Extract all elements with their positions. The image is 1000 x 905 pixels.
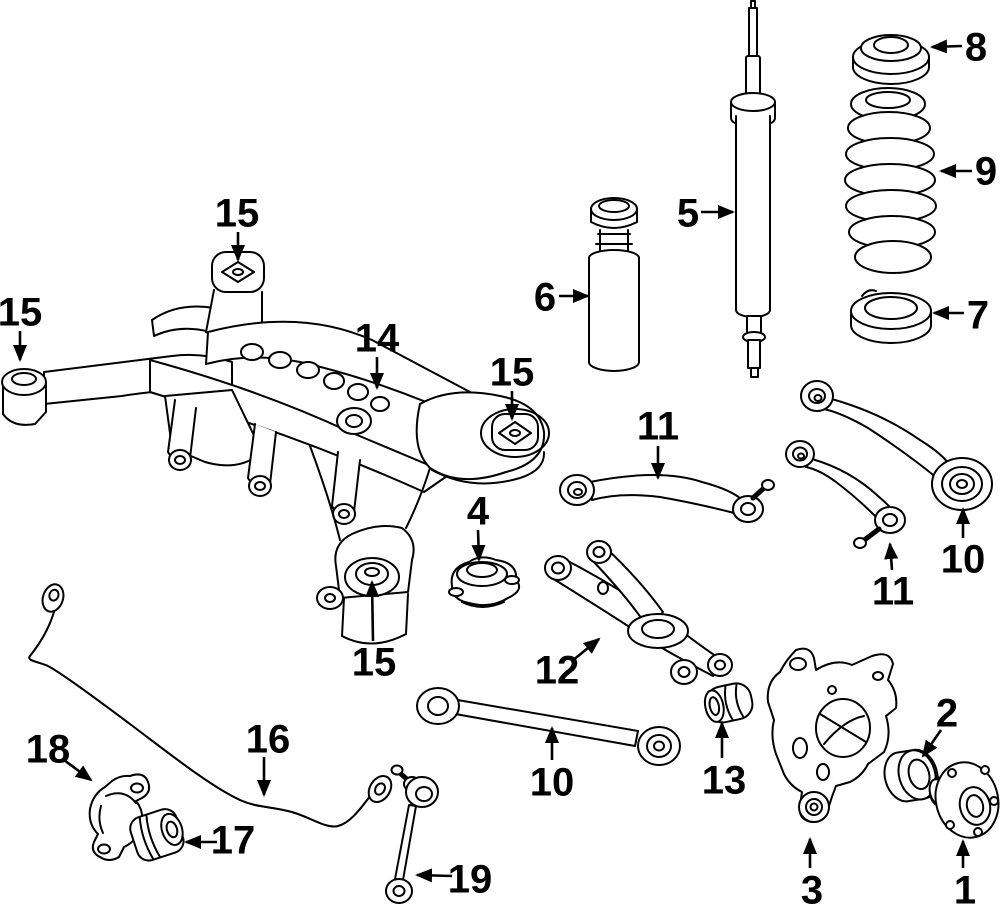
upper-mount-art <box>448 556 521 608</box>
lateral-arm-rear-art <box>785 440 906 549</box>
knuckle-art <box>766 647 898 823</box>
callout-label-15[interactable]: 15 <box>0 290 42 334</box>
trailing-bushing-art <box>703 682 754 724</box>
callout-label-16[interactable]: 16 <box>246 717 291 761</box>
callout-arrow-11 <box>884 542 899 571</box>
callout-label-2[interactable]: 2 <box>936 691 958 735</box>
callout-arrow-19 <box>415 868 453 883</box>
track-rod-rear-art <box>800 380 993 511</box>
callout-label-12[interactable]: 12 <box>535 648 580 692</box>
stabilizer-bushing-art <box>129 808 185 862</box>
callout-label-10[interactable]: 10 <box>941 537 986 581</box>
wheel-hub-art <box>928 761 1000 839</box>
lateral-arm-front-art <box>559 474 775 523</box>
callout-label-8[interactable]: 8 <box>965 25 987 69</box>
shock-dust-boot-art <box>588 197 640 372</box>
callout-arrow-18 <box>63 758 93 782</box>
lower-spring-pad-art <box>850 289 932 344</box>
callout-label-15[interactable]: 15 <box>352 640 397 684</box>
callout-label-5[interactable]: 5 <box>677 191 699 235</box>
coil-spring-art <box>844 87 937 274</box>
upper-control-arm-art <box>544 540 733 685</box>
callout-label-18[interactable]: 18 <box>26 727 71 771</box>
callout-arrow-4 <box>471 529 486 562</box>
callout-label-4[interactable]: 4 <box>467 489 490 533</box>
rear-subframe-art <box>1 251 550 645</box>
callout-label-11[interactable]: 11 <box>872 569 914 613</box>
callout-label-15[interactable]: 15 <box>215 191 260 235</box>
callout-label-19[interactable]: 19 <box>448 857 493 901</box>
callout-label-10[interactable]: 10 <box>530 760 575 804</box>
callout-label-3[interactable]: 3 <box>801 868 823 905</box>
stabilizer-bar-art <box>28 583 393 828</box>
callout-arrow-12 <box>571 637 601 663</box>
toe-arm-art <box>416 687 681 766</box>
callout-label-9[interactable]: 9 <box>975 149 997 193</box>
upper-spring-pad-art <box>852 34 930 85</box>
callout-label-17[interactable]: 17 <box>211 818 256 862</box>
callout-label-14[interactable]: 14 <box>355 316 400 360</box>
stabilizer-link-art <box>385 764 439 904</box>
wheel-bearing-art <box>883 748 939 803</box>
callout-label-6[interactable]: 6 <box>534 275 556 319</box>
callout-arrow-15 <box>365 580 380 642</box>
callout-label-15[interactable]: 15 <box>490 350 535 394</box>
shock-absorber-art <box>730 0 776 378</box>
callout-label-11[interactable]: 11 <box>637 404 679 448</box>
callout-arrow-8 <box>930 39 963 54</box>
callout-label-1[interactable]: 1 <box>954 868 976 905</box>
callout-label-13[interactable]: 13 <box>702 758 747 802</box>
callout-arrow-2 <box>921 729 943 758</box>
callout-label-7[interactable]: 7 <box>967 293 989 337</box>
